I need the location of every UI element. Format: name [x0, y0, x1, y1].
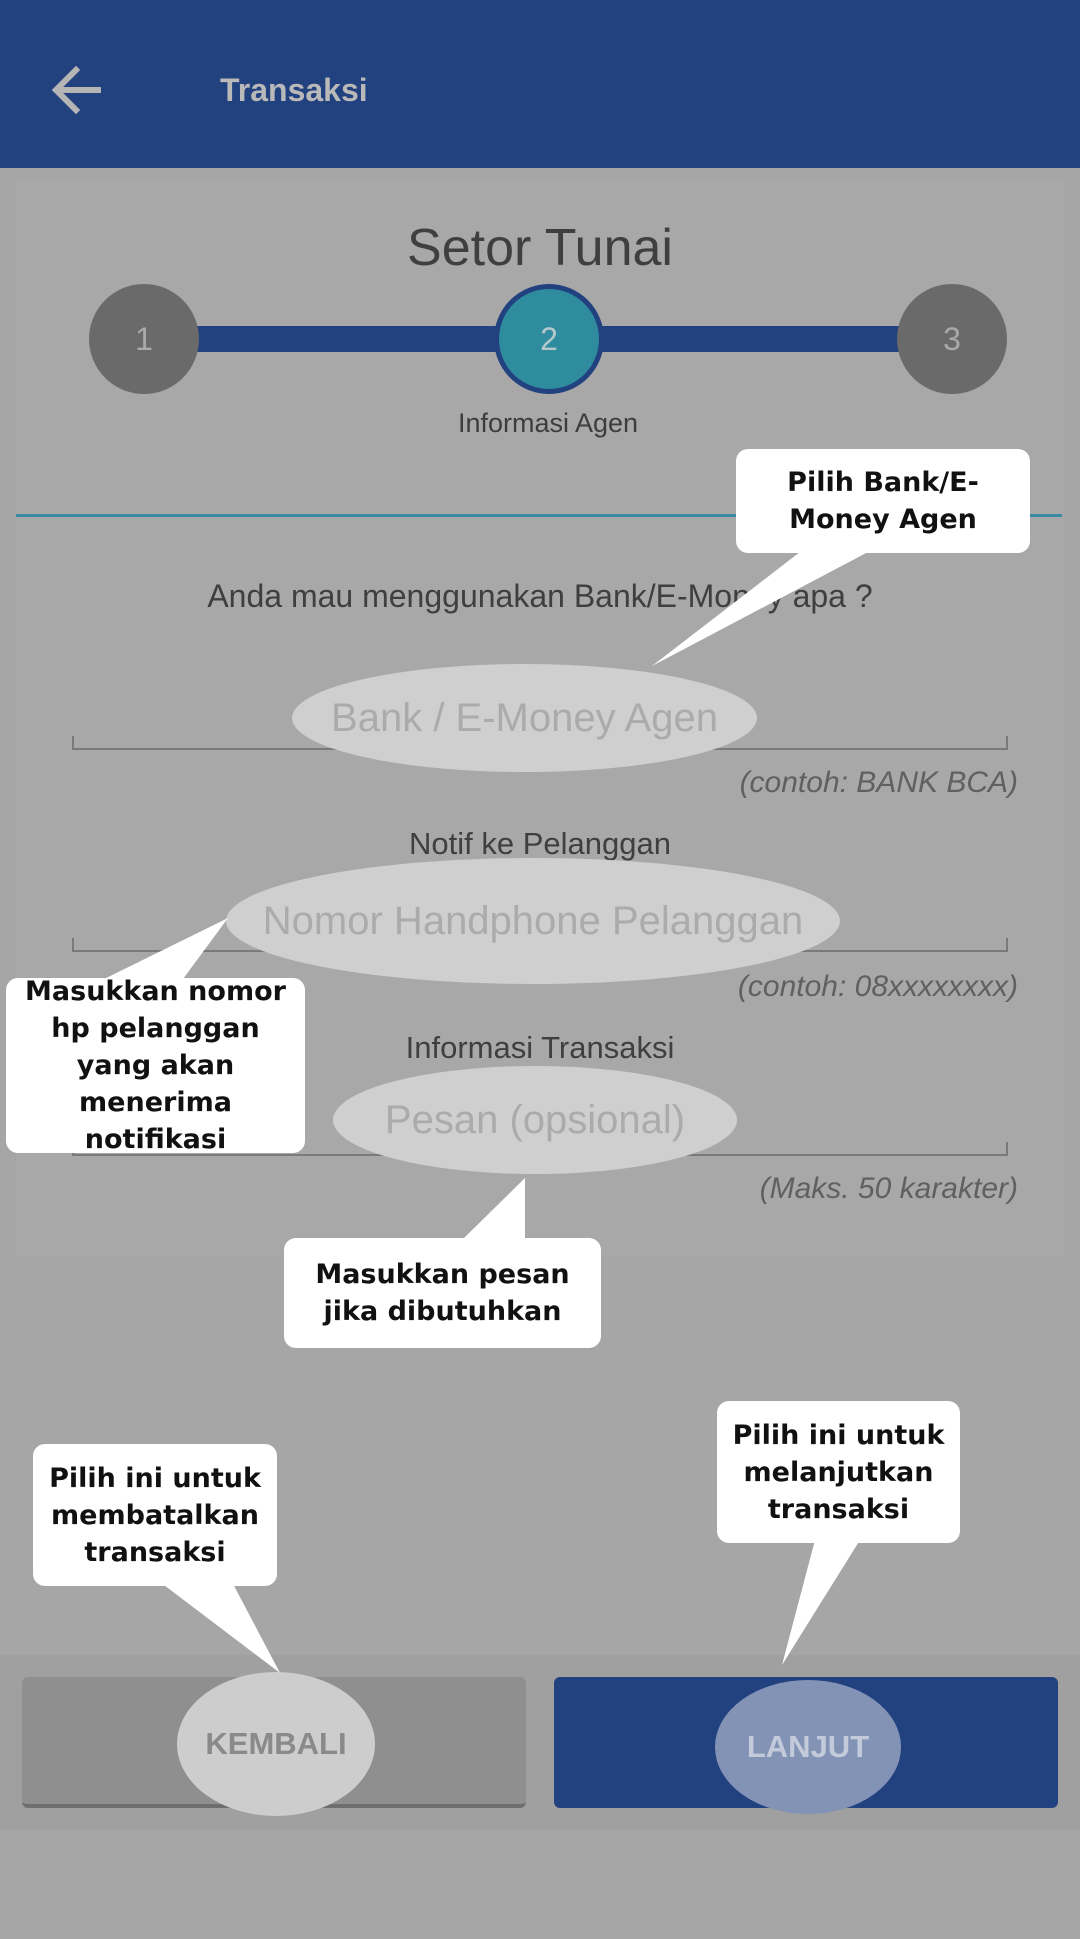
- stepper-connector-1-2: [170, 326, 510, 352]
- next-button-highlight[interactable]: LANJUT: [715, 1680, 901, 1814]
- message-field-hint: (Maks. 50 karakter): [759, 1172, 1018, 1205]
- phone-tooltip: Masukkan nomor hp pelanggan yang akan me…: [6, 976, 305, 1155]
- message-field-placeholder[interactable]: Pesan (opsional): [384, 1097, 686, 1142]
- notif-section-label: Notif ke Pelanggan: [409, 826, 671, 861]
- stepper-title: Setor Tunai: [407, 219, 673, 277]
- back-button-highlight[interactable]: KEMBALI: [177, 1672, 375, 1816]
- info-section-label: Informasi Transaksi: [405, 1030, 675, 1065]
- bank-tooltip: Pilih Bank/E-Money Agen: [736, 449, 1030, 553]
- bank-question: Anda mau menggunakan Bank/E-Money apa ?: [207, 578, 873, 614]
- step-2-circle: 2: [494, 284, 604, 394]
- back-button-label[interactable]: KEMBALI: [205, 1726, 347, 1761]
- next-tooltip: Pilih ini untuk melanjutkan transaksi: [717, 1401, 960, 1543]
- step-3-circle: 3: [897, 284, 1007, 394]
- cancel-tooltip: Pilih ini untuk membatalkan transaksi: [33, 1444, 277, 1586]
- next-button-label[interactable]: LANJUT: [746, 1729, 870, 1764]
- step-1-circle: 1: [89, 284, 199, 394]
- step-2-label: Informasi Agen: [457, 408, 639, 438]
- bank-field-placeholder[interactable]: Bank / E-Money Agen: [331, 695, 718, 740]
- arrow-left-icon[interactable]: [44, 58, 108, 122]
- section-divider: [16, 514, 1062, 517]
- bank-field-hint: (contoh: BANK BCA): [739, 766, 1018, 799]
- message-field-highlight[interactable]: Pesan (opsional): [333, 1066, 737, 1174]
- next-tooltip-pointer: [782, 1540, 860, 1665]
- message-tooltip: Masukkan pesan jika dibutuhkan: [284, 1238, 601, 1348]
- phone-field-placeholder[interactable]: Nomor Handphone Pelanggan: [262, 898, 804, 943]
- page-title: Transaksi: [220, 72, 368, 108]
- stepper-connector-2-3: [570, 326, 910, 352]
- phone-field-highlight[interactable]: Nomor Handphone Pelanggan: [226, 858, 840, 984]
- bank-field-highlight[interactable]: Bank / E-Money Agen: [292, 664, 757, 772]
- phone-field-hint: (contoh: 08xxxxxxxx): [737, 970, 1018, 1003]
- app-bar: Transaksi: [0, 0, 1080, 168]
